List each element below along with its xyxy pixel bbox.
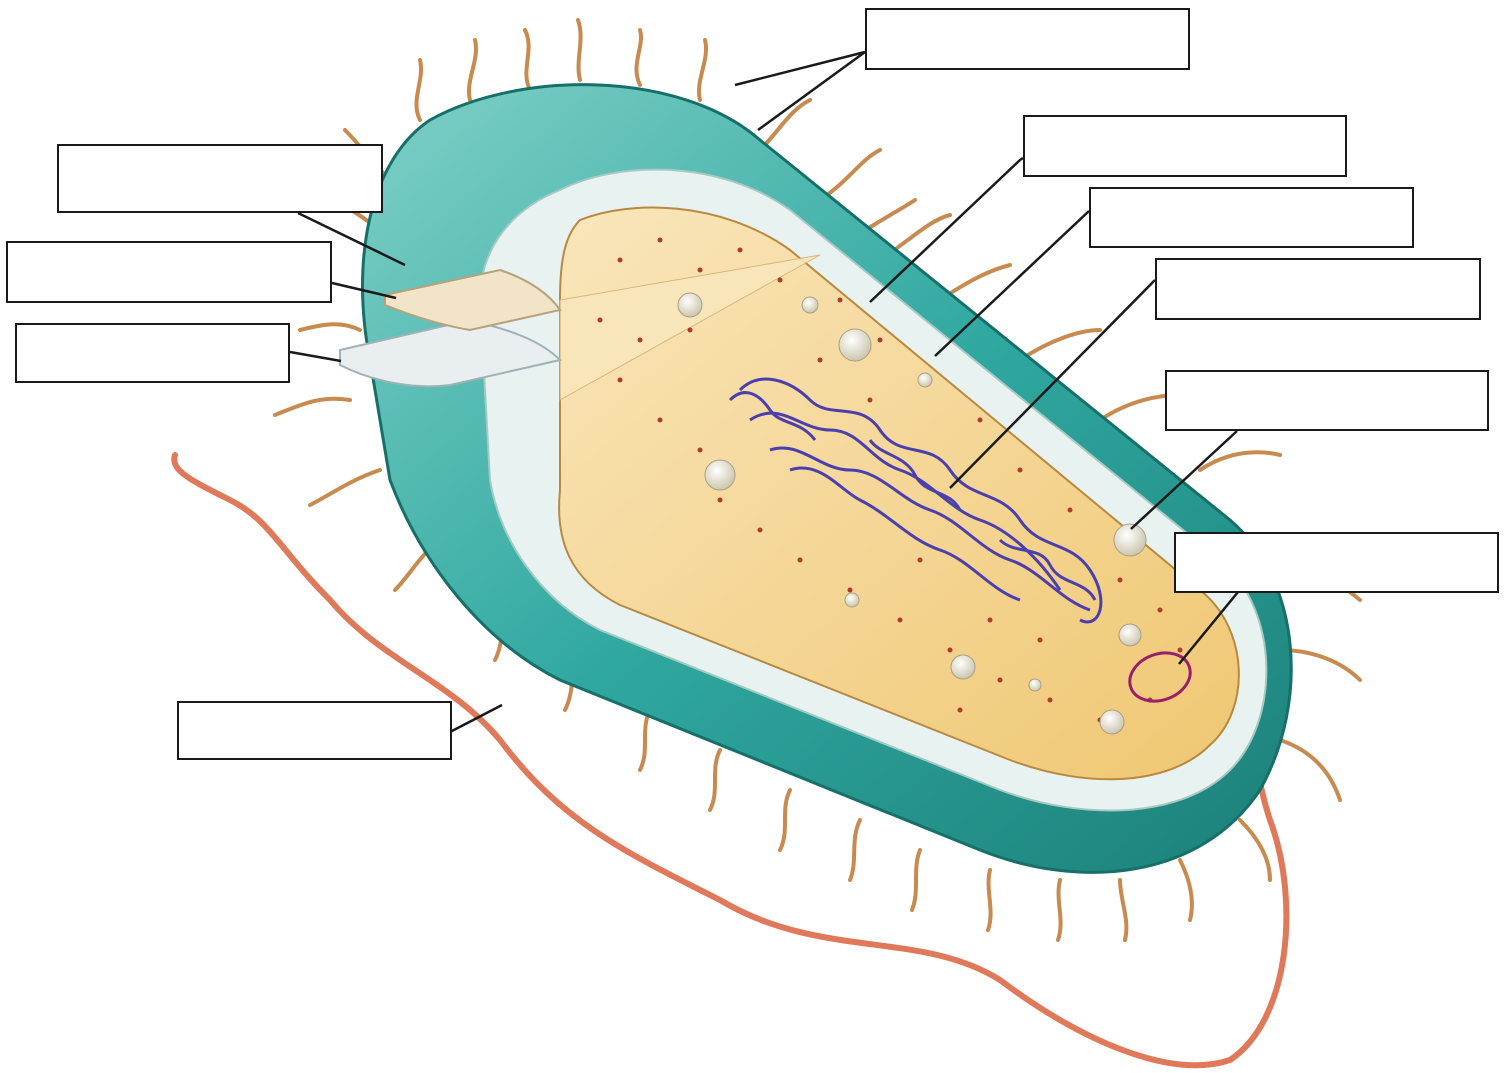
label-box-flagellum[interactable] <box>177 701 452 760</box>
label-box-storage-granule[interactable] <box>1165 370 1489 431</box>
label-box-plasma-membrane[interactable] <box>6 241 332 303</box>
label-box-cell-wall[interactable] <box>57 144 383 213</box>
label-box-capsule[interactable] <box>865 8 1190 70</box>
label-box-ribosomes[interactable] <box>1023 115 1347 177</box>
label-box-plasmid[interactable] <box>1174 532 1499 593</box>
label-box-outer-membrane[interactable] <box>15 323 290 383</box>
label-box-nucleoid[interactable] <box>1155 258 1481 320</box>
label-box-cytoplasm[interactable] <box>1089 187 1414 248</box>
